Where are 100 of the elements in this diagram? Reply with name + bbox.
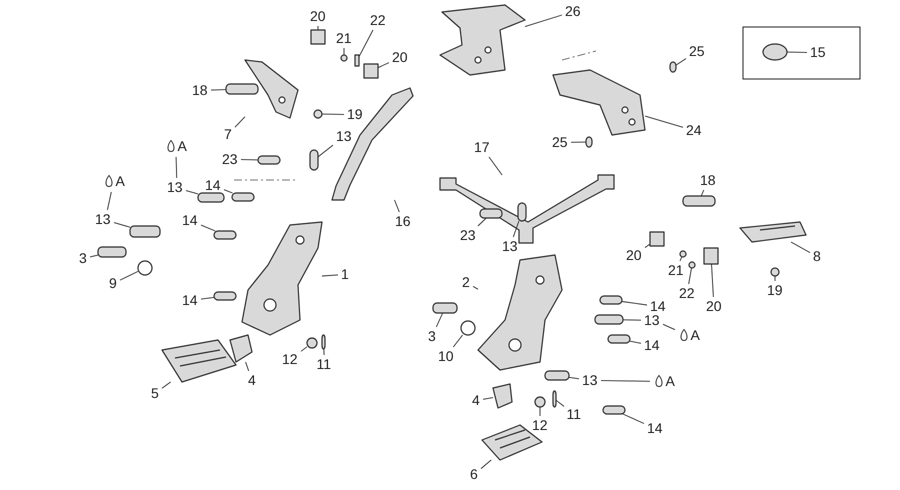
plate-drawing [492, 383, 513, 409]
callout-number: 13 [335, 128, 353, 144]
leader-line [711, 264, 714, 298]
callout-number: 14 [643, 338, 661, 352]
callout-number: 20 [391, 50, 409, 64]
callout-number: 7 [223, 126, 233, 142]
leader-line [622, 301, 648, 306]
callout-number: 13 [501, 238, 519, 254]
callout-number: 25 [688, 44, 706, 58]
callout-number: 10 [437, 348, 455, 364]
callout-number: 6 [469, 466, 479, 482]
callout-number: 20 [625, 248, 643, 262]
callout-number: 14 [204, 178, 222, 192]
leader-line [480, 460, 492, 470]
callout-number: 20 [705, 298, 723, 314]
leader-line [622, 414, 644, 424]
callout-number: 24 [685, 122, 703, 138]
callout-number: 14 [181, 292, 199, 308]
bolt-drawing [231, 192, 255, 202]
footrest-lever-drawing [739, 221, 807, 243]
washer-drawing [534, 396, 546, 408]
leader-line [556, 400, 564, 407]
callout-number: A [664, 374, 676, 388]
spring-drawing [354, 54, 360, 67]
callout-number: 13 [94, 212, 112, 226]
callout-number: 1 [340, 266, 350, 282]
leader-line [114, 222, 130, 228]
callout-number: 3 [427, 328, 437, 344]
leader-line [622, 319, 642, 321]
callout-number: 9 [108, 276, 118, 290]
callout-number: 20 [309, 8, 327, 24]
leader-line [786, 52, 808, 53]
plate-drawing [703, 247, 719, 265]
leader-line [488, 156, 503, 176]
bolt-drawing [517, 202, 527, 222]
callout-number: 11 [566, 406, 582, 422]
leader-line [644, 244, 650, 248]
callout-number: 8 [812, 248, 822, 264]
leader-line [323, 348, 325, 356]
bolt-drawing [309, 149, 319, 171]
ball-drawing [679, 250, 687, 258]
screw-drawing [669, 61, 677, 73]
callout-number: 4 [471, 392, 481, 408]
leader-line [680, 256, 682, 262]
callout-number: 26 [564, 4, 582, 18]
leader-line [176, 156, 178, 178]
callout-number: 23 [221, 152, 239, 166]
leader-line [200, 296, 214, 300]
leader-line [224, 189, 234, 194]
callout-number: 13 [643, 312, 661, 328]
leader-line [482, 397, 494, 400]
leader-line [662, 324, 676, 330]
bolt-drawing [607, 334, 631, 344]
pin-drawing [682, 195, 716, 207]
plate-drawing [229, 334, 253, 363]
leader-line [472, 286, 478, 290]
bolt-drawing [213, 230, 237, 240]
callout-number: A [114, 174, 126, 188]
callout-number: 14 [181, 212, 199, 228]
leader-line [240, 159, 258, 160]
leader-line [568, 376, 580, 380]
callout-number: 3 [78, 250, 88, 266]
callout-number: 13 [166, 180, 184, 194]
pin-drawing [225, 83, 259, 95]
callout-number: 19 [766, 282, 784, 298]
leader-line [630, 340, 642, 344]
mounting-bracket-drawing [552, 69, 646, 136]
bolt-drawing [257, 155, 281, 165]
screw-drawing [585, 136, 593, 148]
plate-drawing [649, 231, 665, 247]
leader-line [524, 14, 562, 28]
leader-line [378, 62, 390, 68]
leader-line [676, 58, 686, 66]
leader-line [162, 382, 172, 389]
bolt-drawing [602, 405, 626, 415]
leader-line [452, 334, 464, 348]
callout-number: 12 [531, 418, 549, 432]
callout-number: 14 [649, 298, 667, 314]
leader-line [688, 268, 692, 284]
callout-number: 11 [316, 356, 332, 372]
callout-number: A [690, 328, 701, 342]
leader-line [120, 270, 138, 281]
callout-number: 23 [459, 228, 477, 242]
leader-line [477, 218, 487, 226]
callout-number: 4 [247, 372, 257, 388]
bolt-drawing [544, 370, 570, 381]
callout-number: 18 [699, 172, 717, 188]
callout-number: 25 [551, 134, 569, 150]
footpeg-bracket-drawing [477, 254, 563, 371]
pin-drawing [97, 246, 127, 258]
callout-number: 14 [646, 420, 664, 436]
callout-number: 19 [346, 106, 364, 122]
bolt-drawing [599, 295, 623, 305]
pin-drawing [432, 302, 458, 314]
leader-line [570, 142, 586, 143]
leader-line [436, 312, 444, 328]
callout-number: 18 [191, 82, 209, 98]
ball-drawing [340, 54, 348, 62]
leader-line [774, 276, 776, 282]
callout-number: 13 [581, 372, 599, 388]
